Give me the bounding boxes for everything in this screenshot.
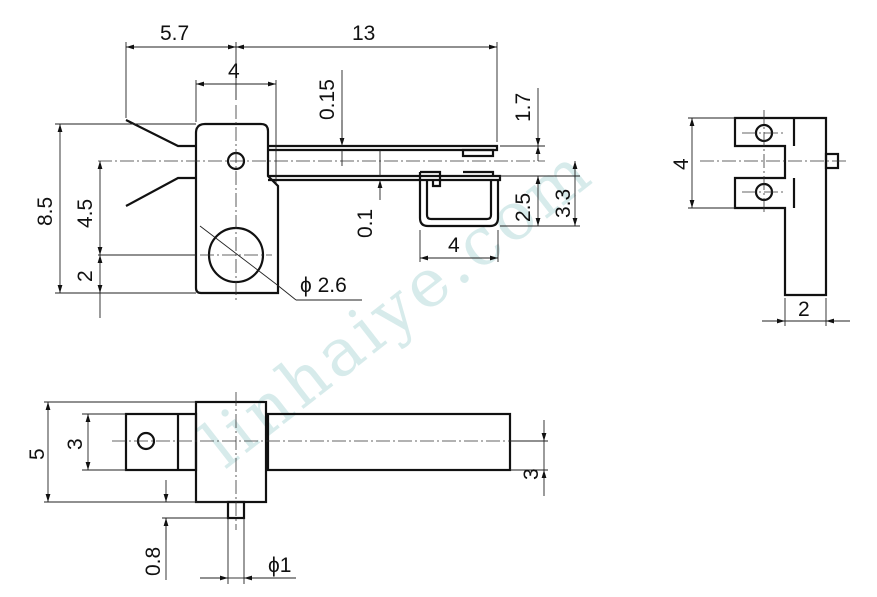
dim-4-side: 4 <box>670 158 693 170</box>
dim-2-5: 2.5 <box>512 193 535 222</box>
front-body <box>194 122 280 295</box>
front-view: 5.7 13 4 0.15 1.7 8.5 4.5 2 0.1 2.5 3.3 … <box>34 22 580 318</box>
front-bottom-spring <box>125 174 502 207</box>
dim-2-side: 2 <box>798 298 810 321</box>
dim-8-5: 8.5 <box>34 197 57 226</box>
front-top-contact <box>461 148 495 158</box>
dim-13: 13 <box>352 22 375 45</box>
dim-1-7: 1.7 <box>512 93 535 122</box>
dim-4-hook: 4 <box>448 234 460 257</box>
dim-0-1: 0.1 <box>354 209 377 238</box>
top-tab <box>124 412 198 472</box>
dim-2-left: 2 <box>74 270 97 282</box>
side-body <box>733 116 828 297</box>
side-view: 4 2 <box>670 110 850 326</box>
dim-5-top: 5 <box>26 448 49 460</box>
front-hook <box>418 170 500 228</box>
dim-0-8: 0.8 <box>142 547 165 576</box>
dim-5-7: 5.7 <box>160 22 189 45</box>
dim-3-top-right: 3 <box>520 468 543 480</box>
dim-0-15: 0.15 <box>316 79 339 120</box>
dim-phi-1: ϕ1 <box>268 554 291 577</box>
top-view: 5 3 3 0.8 ϕ1 <box>26 392 548 584</box>
dim-4-5: 4.5 <box>74 199 97 228</box>
top-arm <box>266 412 512 472</box>
front-top-spring <box>125 119 499 152</box>
dim-3-top-left: 3 <box>64 438 87 450</box>
dim-phi-2-6: ϕ 2.6 <box>300 274 347 297</box>
dim-4-top: 4 <box>228 60 240 83</box>
dim-3-3: 3.3 <box>552 189 575 218</box>
